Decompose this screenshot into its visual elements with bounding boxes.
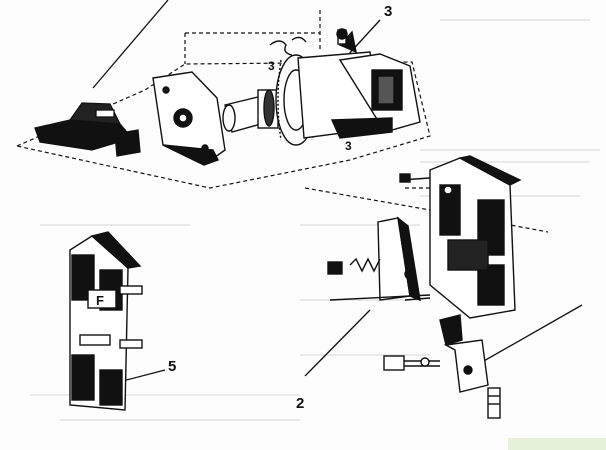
fastener-lever-part	[383, 314, 501, 419]
main-housing-part	[399, 155, 522, 319]
callout-label-part-2: 2	[296, 395, 305, 412]
callout-label-part-3: 3	[384, 3, 393, 20]
svg-text:F: F	[96, 293, 104, 308]
svg-text:3: 3	[345, 139, 352, 153]
mounting-plate-part	[152, 71, 226, 166]
contact-bracket-part	[327, 216, 431, 302]
svg-text:3: 3	[268, 59, 275, 73]
callout-label-part-5: 5	[168, 358, 177, 375]
corner-badge	[508, 438, 606, 450]
shaft-bushing-part	[222, 89, 279, 133]
connector-block-part	[34, 102, 141, 157]
coil-assembly-part: 3 3	[268, 28, 421, 153]
terminal-block-part: F	[69, 231, 143, 411]
